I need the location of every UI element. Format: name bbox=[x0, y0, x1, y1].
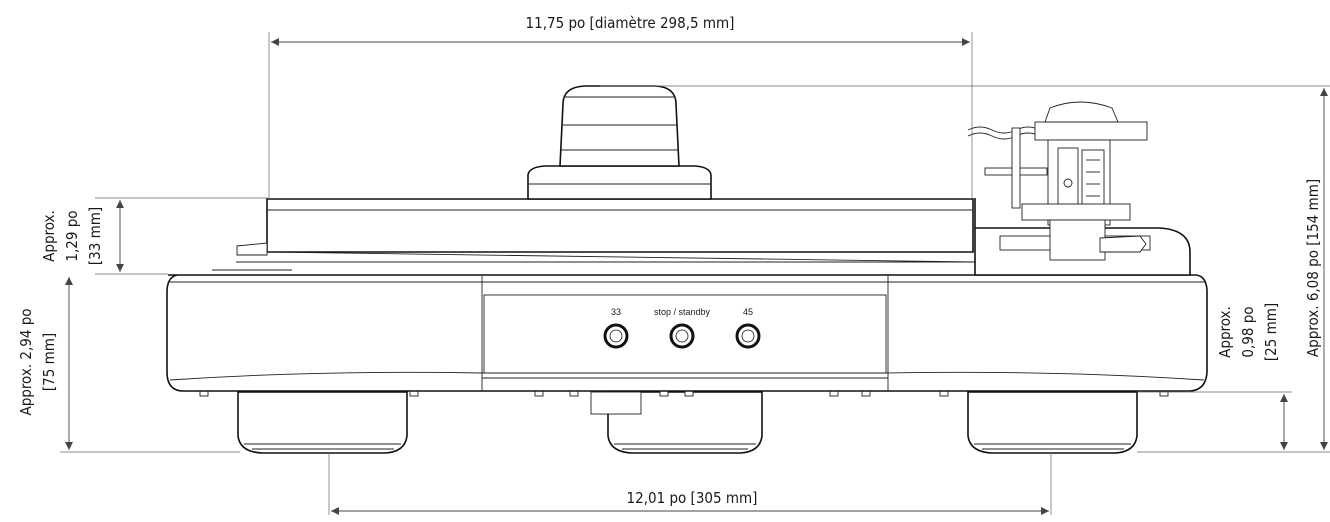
dimension-plinth-height: Approx. 2,94 po [75 mm] bbox=[17, 277, 240, 453]
dimension-label-bottom-width: 12,01 po [305 mm] bbox=[627, 489, 758, 507]
dimension-label-plinth-height-line1: Approx. 2,94 po bbox=[17, 308, 35, 415]
dimension-top-width: 11,75 po [diamètre 298,5 mm] bbox=[268, 14, 973, 198]
dimension-foot-height: Approx. 0,98 po [25 mm] bbox=[1137, 303, 1330, 453]
dimension-label-foot-height-line1: Approx. bbox=[1216, 306, 1234, 358]
dimension-label-foot-height-line2: 0,98 po bbox=[1239, 306, 1257, 357]
dimension-label-top-width: 11,75 po [diamètre 298,5 mm] bbox=[526, 14, 735, 32]
dimension-label-foot-height-line3: [25 mm] bbox=[1262, 303, 1280, 361]
dimension-label-platter-height-line1: Approx. bbox=[40, 210, 58, 262]
button-45[interactable] bbox=[735, 323, 761, 349]
button-label-33: 33 bbox=[611, 307, 621, 317]
button-label-45: 45 bbox=[743, 307, 753, 317]
dimension-label-plinth-height-line2: [75 mm] bbox=[40, 333, 58, 391]
dimension-label-platter-height-line3: [33 mm] bbox=[86, 207, 104, 265]
foot-left bbox=[237, 391, 408, 454]
dimension-platter-height: Approx. 1,29 po [33 mm] bbox=[40, 197, 268, 275]
dimension-label-total-height: Approx. 6,08 po [154 mm] bbox=[1304, 179, 1322, 357]
dimension-label-platter-height-line2: 1,29 po bbox=[63, 210, 81, 261]
tonearm bbox=[967, 101, 1191, 276]
button-33[interactable] bbox=[603, 323, 629, 349]
turntable-drawing: 33 stop / standby 45 bbox=[166, 85, 1208, 454]
button-stop-standby[interactable] bbox=[669, 323, 695, 349]
record-clamp bbox=[527, 85, 712, 200]
button-label-stop-standby: stop / standby bbox=[654, 307, 711, 317]
dimension-bottom-width: 12,01 po [305 mm] bbox=[328, 452, 1052, 515]
dimension-total-height: Approx. 6,08 po [154 mm] bbox=[600, 85, 1330, 450]
platter bbox=[212, 198, 976, 271]
foot-right bbox=[967, 391, 1138, 454]
foot-center bbox=[590, 391, 763, 454]
